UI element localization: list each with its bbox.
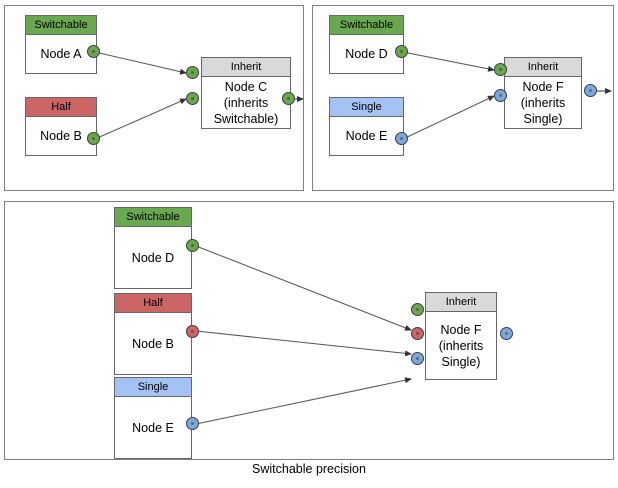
node-f-bottom-body: Node F (inherits Single) (438, 322, 484, 369)
port-node-c-in-2[interactable] (186, 92, 199, 105)
port-node-d-out[interactable] (395, 45, 408, 58)
panel-top-left: Switchable Node A Half Node B Inherit No… (4, 5, 304, 191)
panel-bottom: Switchable Node D Half Node B Single Nod… (4, 201, 614, 460)
port-node-f-in-2[interactable] (494, 89, 507, 102)
port-node-b-out[interactable] (87, 132, 100, 145)
node-d-bottom[interactable]: Switchable Node D (114, 207, 192, 289)
node-e-bottom-header: Single (115, 378, 191, 397)
node-e[interactable]: Single Node E (329, 97, 404, 156)
port-node-d-bottom-out[interactable] (186, 239, 199, 252)
node-b[interactable]: Half Node B (25, 97, 97, 156)
node-f-body: Node F (inherits Single) (520, 79, 566, 126)
port-node-f-bottom-in-2[interactable] (411, 327, 424, 340)
port-node-e-out[interactable] (395, 132, 408, 145)
node-b-bottom-header: Half (115, 294, 191, 313)
node-e-bottom[interactable]: Single Node E (114, 377, 192, 459)
port-node-f-in-1[interactable] (494, 63, 507, 76)
port-node-f-out[interactable] (584, 84, 597, 97)
node-b-bottom-body: Node B (132, 336, 174, 351)
port-node-e-bottom-out[interactable] (186, 417, 199, 430)
node-c-header: Inherit (202, 58, 290, 77)
port-node-c-out[interactable] (282, 92, 295, 105)
node-e-header: Single (330, 98, 403, 117)
node-a-body: Node A (40, 47, 82, 61)
node-d-bottom-header: Switchable (115, 208, 191, 227)
port-node-f-bottom-in-3[interactable] (411, 352, 424, 365)
node-e-body: Node E (345, 129, 388, 143)
node-c-body: Node C (inherits Switchable) (213, 79, 279, 126)
node-d-bottom-body: Node D (131, 250, 175, 265)
port-node-f-bottom-out[interactable] (500, 327, 513, 340)
diagram-caption: Switchable precision (252, 462, 366, 476)
port-node-f-bottom-in-1[interactable] (411, 303, 424, 316)
node-d-body: Node D (345, 47, 388, 61)
port-node-c-in-1[interactable] (186, 66, 199, 79)
node-a[interactable]: Switchable Node A (25, 15, 97, 74)
node-f-header: Inherit (505, 58, 581, 77)
node-f[interactable]: Inherit Node F (inherits Single) (504, 57, 582, 129)
port-node-b-bottom-out[interactable] (186, 325, 199, 338)
node-d[interactable]: Switchable Node D (329, 15, 404, 74)
node-f-bottom[interactable]: Inherit Node F (inherits Single) (425, 292, 497, 380)
node-b-body: Node B (40, 129, 82, 143)
node-b-header: Half (26, 98, 96, 117)
node-c[interactable]: Inherit Node C (inherits Switchable) (201, 57, 291, 129)
node-b-bottom[interactable]: Half Node B (114, 293, 192, 375)
node-e-bottom-body: Node E (132, 420, 174, 435)
node-d-header: Switchable (330, 16, 403, 35)
panel-top-right: Switchable Node D Single Node E Inherit … (312, 5, 614, 191)
node-a-header: Switchable (26, 16, 96, 35)
node-f-bottom-header: Inherit (426, 293, 496, 312)
port-node-a-out[interactable] (87, 45, 100, 58)
